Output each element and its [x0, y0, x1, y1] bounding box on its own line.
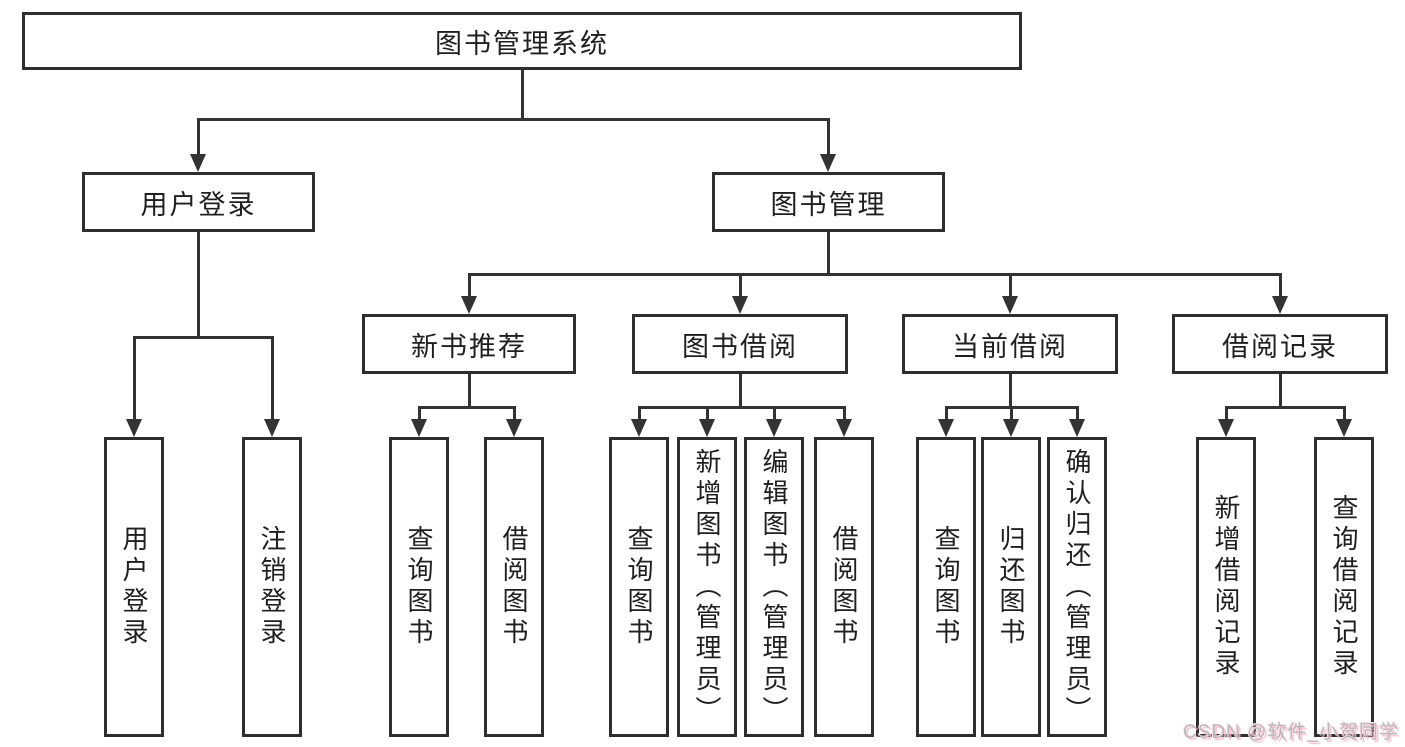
connector-line: [945, 406, 948, 423]
node-new-book-recommend: 新书推荐: [362, 314, 576, 374]
node-user-login-label: 用户登录: [140, 189, 257, 220]
arrowhead-down-icon: [1003, 419, 1019, 437]
connector-line: [638, 406, 641, 423]
connector-line: [133, 336, 136, 423]
node-book-management-label: 图书管理: [770, 189, 887, 220]
leaf-logout: 注销登录: [242, 437, 302, 737]
watermark: CSDN @软件_小贺同学: [1183, 722, 1399, 743]
connector-line: [197, 118, 830, 121]
arrowhead-down-icon: [1272, 296, 1288, 314]
connector-line: [468, 273, 1282, 276]
node-book-management: 图书管理: [712, 172, 945, 232]
connector-line: [1009, 273, 1012, 300]
connector-line: [133, 336, 274, 339]
arrowhead-down-icon: [820, 154, 836, 172]
connector-line: [706, 406, 709, 423]
connector-line: [418, 406, 421, 423]
arrowhead-down-icon: [126, 419, 142, 437]
leaf-label: 新增借阅记录: [1211, 494, 1241, 680]
connector-line: [1279, 374, 1282, 409]
arrowhead-down-icon: [1069, 419, 1085, 437]
leaf-label: 查询图书: [624, 525, 654, 649]
leaf-label: 编辑图书（管理员）: [759, 447, 789, 727]
leaf-label: 确认归还（管理员）: [1062, 447, 1092, 727]
arrowhead-down-icon: [766, 419, 782, 437]
leaf-add-books-admin: 新增图书（管理员）: [677, 437, 737, 737]
arrowhead-down-icon: [411, 419, 427, 437]
connector-line: [1225, 406, 1346, 409]
node-borrowing-records-label: 借阅记录: [1222, 331, 1338, 362]
leaf-label: 新增图书（管理员）: [692, 447, 722, 727]
arrowhead-down-icon: [938, 419, 954, 437]
leaf-borrow-books-borrowing: 借阅图书: [814, 437, 874, 737]
connector-line: [739, 273, 742, 300]
arrowhead-down-icon: [264, 419, 280, 437]
arrowhead-down-icon: [190, 154, 206, 172]
arrowhead-down-icon: [1002, 296, 1018, 314]
leaf-label: 用户登录: [119, 525, 149, 649]
arrowhead-down-icon: [506, 419, 522, 437]
leaf-return-books: 归还图书: [981, 437, 1041, 737]
connector-line: [521, 68, 524, 121]
connector-line: [1009, 374, 1012, 409]
leaf-query-books-current: 查询图书: [916, 437, 976, 737]
connector-line: [1279, 273, 1282, 300]
connector-line: [638, 406, 846, 409]
leaf-label: 注销登录: [257, 525, 287, 649]
connector-line: [1343, 406, 1346, 423]
node-book-borrowing-label: 图书借阅: [682, 331, 798, 362]
node-current-borrowing: 当前借阅: [902, 314, 1118, 374]
connector-line: [773, 406, 776, 423]
arrowhead-down-icon: [1218, 419, 1234, 437]
node-new-book-recommend-label: 新书推荐: [411, 331, 527, 362]
leaf-edit-books-admin: 编辑图书（管理员）: [744, 437, 804, 737]
leaf-query-books-borrowing: 查询图书: [609, 437, 669, 737]
connector-line: [739, 374, 742, 409]
node-current-borrowing-label: 当前借阅: [952, 331, 1068, 362]
connector-line: [1225, 406, 1228, 423]
leaf-label: 借阅图书: [829, 525, 859, 649]
leaf-label: 借阅图书: [499, 525, 529, 649]
connector-line: [843, 406, 846, 423]
connector-line: [418, 406, 516, 409]
node-user-login: 用户登录: [82, 172, 315, 232]
node-root-label: 图书管理系统: [435, 28, 609, 59]
connector-line: [468, 273, 471, 300]
arrowhead-down-icon: [631, 419, 647, 437]
node-borrowing-records: 借阅记录: [1172, 314, 1388, 374]
leaf-label: 查询图书: [404, 525, 434, 649]
arrowhead-down-icon: [732, 296, 748, 314]
node-book-borrowing: 图书借阅: [632, 314, 848, 374]
arrowhead-down-icon: [461, 296, 477, 314]
connector-line: [197, 118, 200, 158]
leaf-label: 查询借阅记录: [1329, 494, 1359, 680]
connector-line: [197, 232, 200, 339]
arrowhead-down-icon: [1336, 419, 1352, 437]
leaf-query-books-recommend: 查询图书: [389, 437, 449, 737]
connector-line: [1010, 406, 1013, 423]
leaf-user-login: 用户登录: [104, 437, 164, 737]
connector-line: [827, 232, 830, 276]
leaf-label: 查询图书: [931, 525, 961, 649]
connector-line: [271, 336, 274, 423]
leaf-borrow-books-recommend: 借阅图书: [484, 437, 544, 737]
node-root: 图书管理系统: [22, 12, 1022, 70]
connector-line: [513, 406, 516, 423]
leaf-add-borrow-record: 新增借阅记录: [1196, 437, 1256, 737]
leaf-query-borrow-record: 查询借阅记录: [1314, 437, 1374, 737]
leaf-confirm-return-admin: 确认归还（管理员）: [1047, 437, 1107, 737]
connector-line: [827, 118, 830, 158]
arrowhead-down-icon: [836, 419, 852, 437]
connector-line: [468, 374, 471, 409]
leaf-label: 归还图书: [996, 525, 1026, 649]
arrowhead-down-icon: [699, 419, 715, 437]
connector-line: [1076, 406, 1079, 423]
